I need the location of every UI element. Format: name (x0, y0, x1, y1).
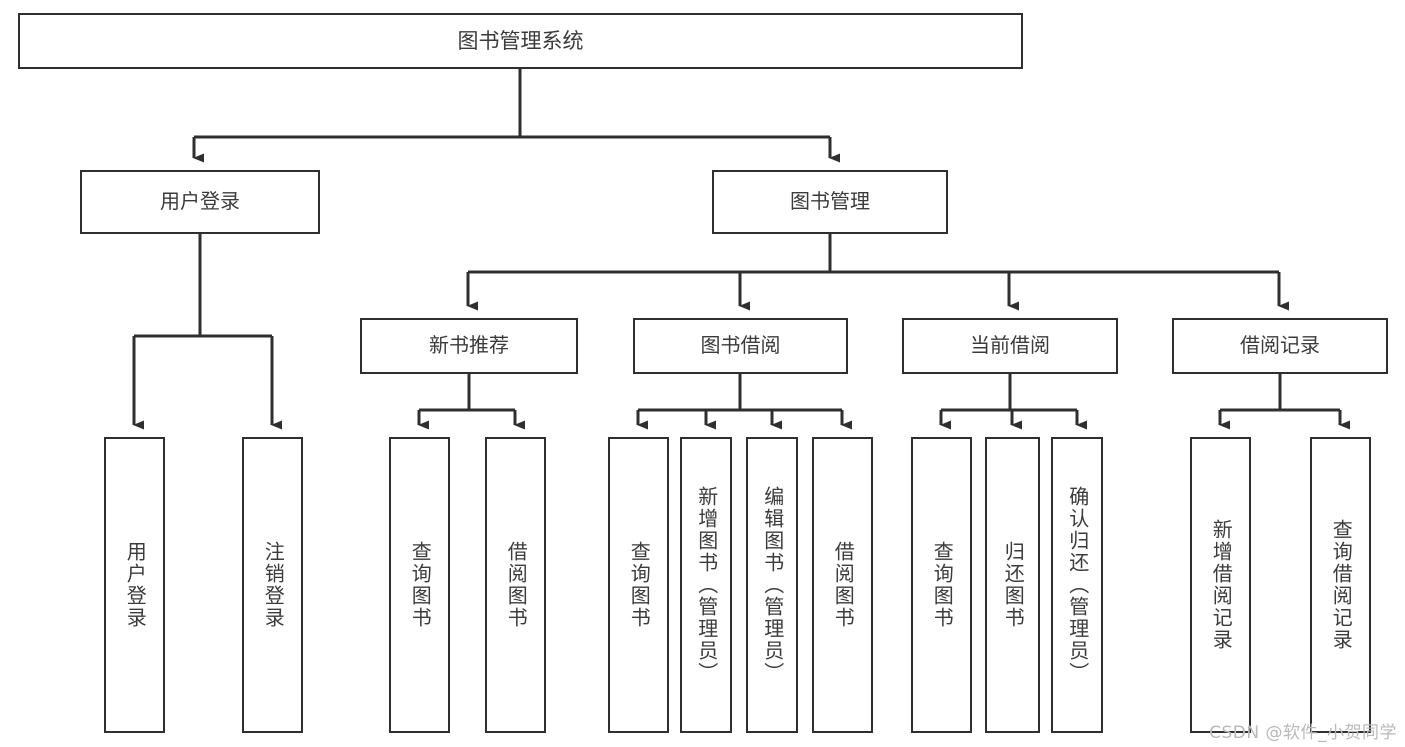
node-leaf-user-login[interactable]: 用户登录 (104, 437, 165, 733)
node-current-borrow[interactable]: 当前借阅 (902, 318, 1118, 374)
node-label: 新增借阅记录 (1209, 519, 1234, 651)
node-label: 新书推荐 (429, 333, 509, 358)
node-label: 编辑图书（管理员） (760, 486, 785, 684)
node-label: 用户登录 (123, 541, 148, 629)
node-leaf-query-book-current[interactable]: 查询图书 (911, 437, 972, 733)
node-new-book-recommend[interactable]: 新书推荐 (360, 318, 578, 374)
node-label: 查询图书 (408, 541, 433, 629)
node-leaf-return-book[interactable]: 归还图书 (985, 437, 1040, 733)
node-leaf-add-book-admin[interactable]: 新增图书（管理员） (680, 437, 732, 733)
node-label: 图书借阅 (700, 333, 781, 358)
node-label: 归还图书 (1001, 541, 1026, 629)
node-label: 借阅图书 (504, 541, 529, 629)
node-leaf-borrow-book[interactable]: 借阅图书 (812, 437, 873, 733)
watermark-text: CSDN @软件_小贺同学 (1209, 723, 1397, 743)
node-label: 借阅记录 (1240, 333, 1320, 358)
node-leaf-query-book-borrow[interactable]: 查询图书 (608, 437, 669, 733)
node-label: 当前借阅 (970, 333, 1050, 358)
node-label: 查询图书 (930, 541, 955, 629)
node-label: 借阅图书 (831, 541, 856, 629)
node-leaf-confirm-return-admin[interactable]: 确认归还（管理员） (1051, 437, 1103, 733)
node-root-book-management-system[interactable]: 图书管理系统 (18, 13, 1023, 69)
node-user-login[interactable]: 用户登录 (80, 170, 320, 234)
node-label: 新增图书（管理员） (694, 486, 719, 684)
node-leaf-query-book-recommend[interactable]: 查询图书 (389, 437, 450, 733)
node-book-management[interactable]: 图书管理 (712, 170, 948, 234)
node-leaf-borrow-book-recommend[interactable]: 借阅图书 (485, 437, 546, 733)
node-label: 注销登录 (261, 541, 286, 629)
node-leaf-add-borrow-record[interactable]: 新增借阅记录 (1190, 437, 1251, 733)
node-book-borrow[interactable]: 图书借阅 (633, 318, 848, 374)
node-leaf-edit-book-admin[interactable]: 编辑图书（管理员） (746, 437, 798, 733)
node-label: 查询借阅记录 (1329, 519, 1354, 651)
node-leaf-logout[interactable]: 注销登录 (242, 437, 303, 733)
node-label: 查询图书 (627, 541, 652, 629)
node-leaf-query-borrow-record[interactable]: 查询借阅记录 (1310, 437, 1371, 733)
node-label: 图书管理 (790, 189, 870, 214)
node-label: 确认归还（管理员） (1065, 486, 1090, 684)
node-label: 图书管理系统 (457, 28, 584, 53)
node-borrow-record[interactable]: 借阅记录 (1172, 318, 1388, 374)
node-label: 用户登录 (160, 189, 240, 214)
